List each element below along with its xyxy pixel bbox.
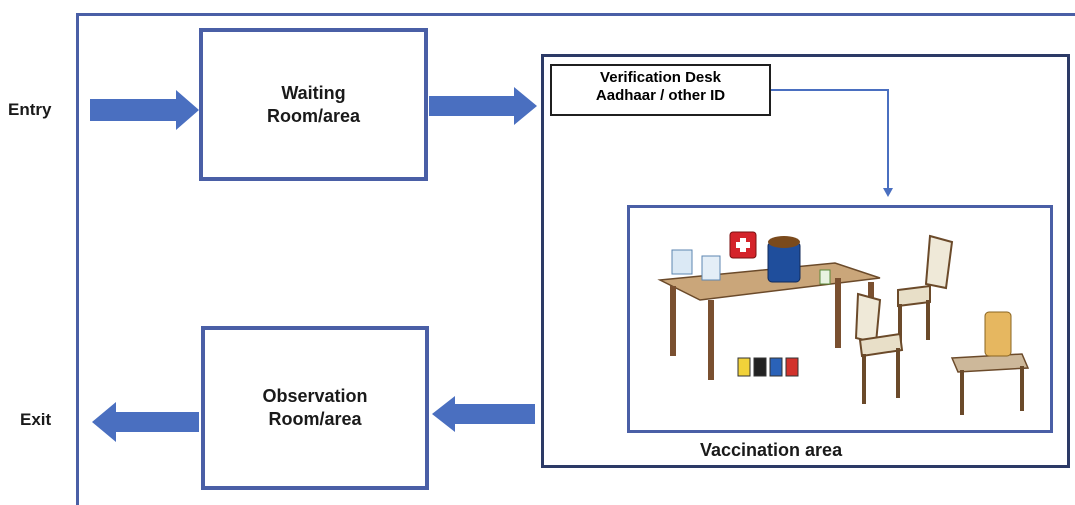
verification-desk-line1: Verification Desk: [600, 69, 721, 86]
waiting-room-line2: Room/area: [266, 105, 361, 126]
outer-frame: [76, 13, 1075, 505]
vaccination-to-observation-arrow: [432, 396, 535, 432]
waiting-room-line1: Waiting: [281, 82, 346, 103]
observation-room-line1: Observation: [262, 386, 368, 406]
exit-label: Exit: [20, 410, 52, 429]
entry-label: Entry: [8, 100, 52, 119]
exit-arrow: [92, 402, 199, 442]
vaccination-room-illustration: [627, 205, 1053, 433]
observation-room-line2: Room/area: [268, 409, 362, 429]
vaccination-area-label: Vaccination area: [700, 440, 843, 460]
entry-arrow: [90, 90, 199, 130]
vaccination-scene-graphic: [657, 231, 1030, 415]
verification-desk-line2: Aadhaar / other ID: [595, 87, 726, 104]
desk-connector-arrowhead: [883, 188, 893, 197]
desk-to-vaccination-connector: [771, 89, 889, 190]
waiting-to-verification-arrow: [429, 87, 537, 125]
vaccination-area-box: [541, 54, 1070, 468]
